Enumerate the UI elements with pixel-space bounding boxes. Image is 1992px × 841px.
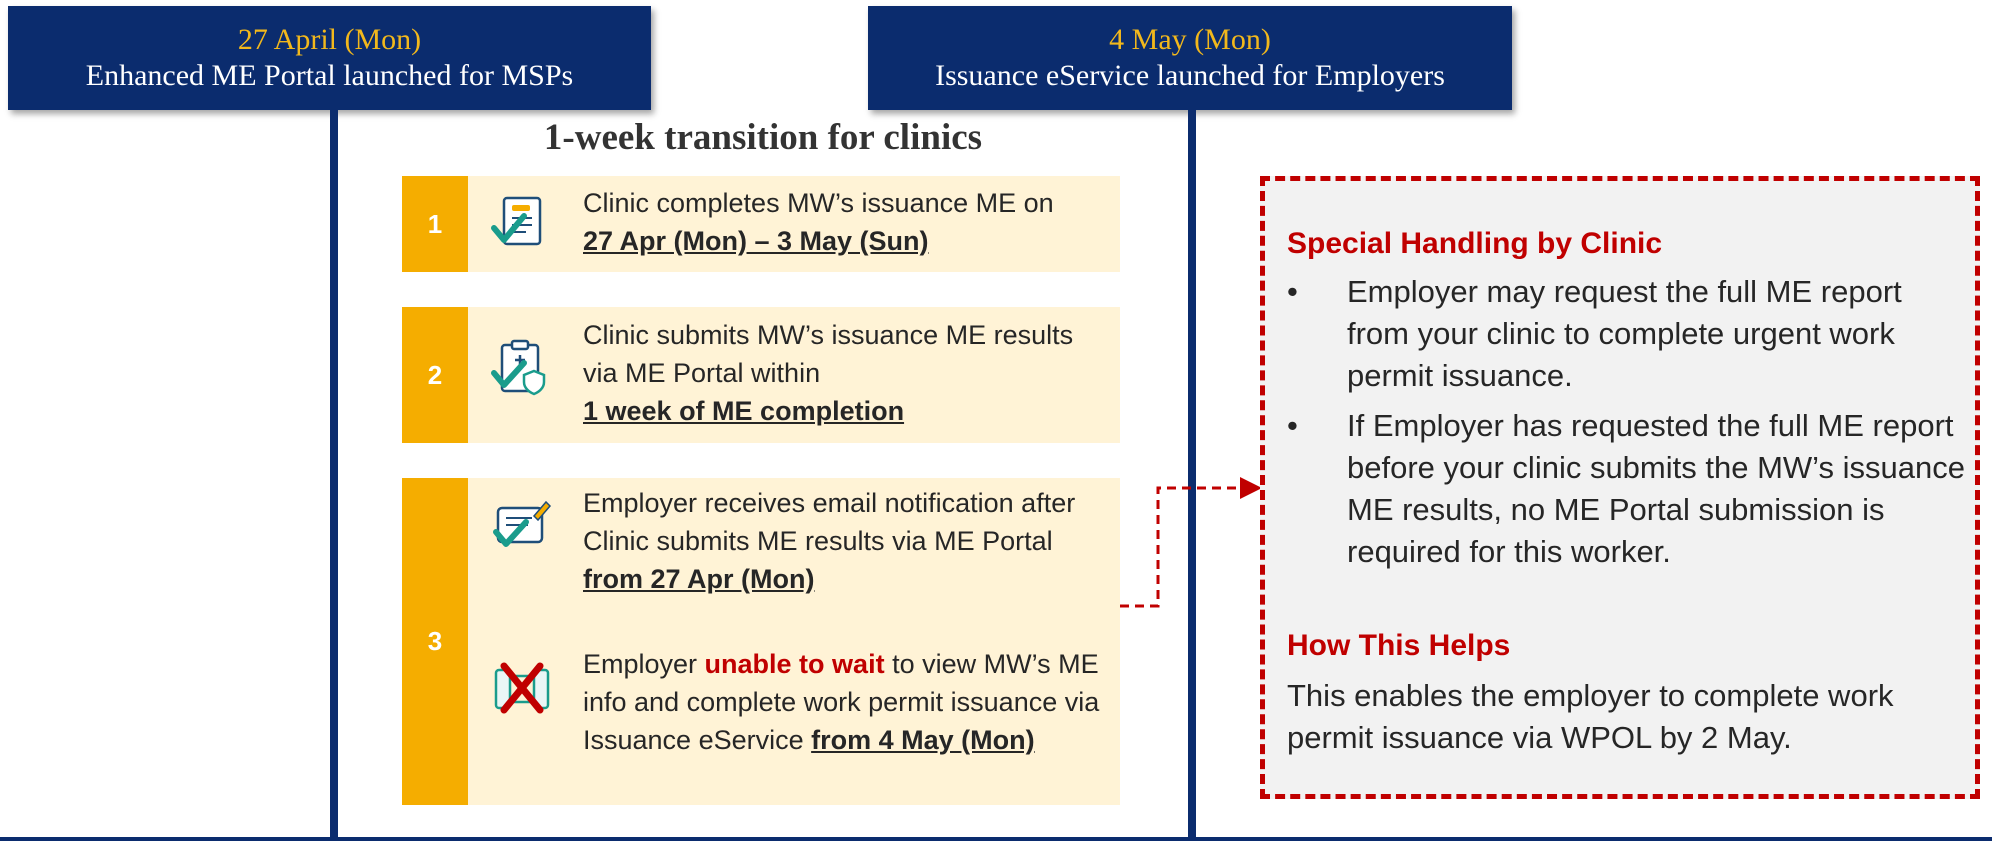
- checklist-check-icon: [491, 196, 542, 246]
- step-highlight: from 27 Apr (Mon): [583, 564, 815, 594]
- clipboard-shield-check-icon: [491, 339, 546, 396]
- special-handling-callout: Special Handling by Clinic • Employer ma…: [1260, 176, 1980, 799]
- transition-title: 1-week transition for clinics: [543, 117, 983, 158]
- timeline-divider-left: [330, 110, 338, 841]
- step-highlight: 1 week of ME completion: [583, 396, 905, 426]
- callout-heading: Special Handling by Clinic: [1287, 227, 1663, 260]
- step-text: Clinic completes MW’s issuance ME on 27 …: [583, 184, 1103, 260]
- callout-body: This enables the employer to complete wo…: [1287, 678, 1894, 755]
- step-2: 2 Clinic submits MW’s issuance ME result…: [402, 307, 1120, 443]
- step-text-body: Clinic submits MW’s issuance ME results …: [583, 320, 1074, 388]
- step-text-body: Employer receives email notification aft…: [583, 488, 1076, 556]
- bullet-text: Employer may request the full ME report …: [1347, 274, 1902, 393]
- step-3: 3 Employer receives email notification a…: [402, 478, 1120, 805]
- step-text: Employer receives email notification aft…: [583, 484, 1103, 598]
- milestone-date: 4 May (Mon): [1109, 23, 1271, 56]
- bullet-dot: •: [1287, 408, 1298, 443]
- step-number: 3: [402, 478, 468, 805]
- step-text: Clinic submits MW’s issuance ME results …: [583, 316, 1103, 430]
- timeline-baseline: [0, 837, 1992, 841]
- step-number: 2: [402, 307, 468, 443]
- milestone-4-may: 4 May (Mon) Issuance eService launched f…: [868, 6, 1512, 110]
- step-1: 1 Clinic completes MW’s issuance ME on 2…: [402, 176, 1120, 272]
- milestone-date: 27 April (Mon): [237, 23, 422, 56]
- callout-heading: How This Helps: [1287, 629, 1511, 662]
- bullet-dot: •: [1287, 274, 1298, 309]
- email-notification-check-icon: [493, 500, 552, 547]
- step-highlight: 27 Apr (Mon) – 3 May (Sun): [583, 226, 929, 256]
- step-highlight: from 4 May (Mon): [811, 725, 1035, 755]
- milestone-27-april: 27 April (Mon) Enhanced ME Portal launch…: [8, 6, 651, 110]
- milestone-description: Issuance eService launched for Employers: [935, 59, 1445, 92]
- cross-unable-icon: [494, 662, 550, 714]
- bullet-text: If Employer has requested the full ME re…: [1347, 408, 1965, 569]
- step-text-body: Clinic completes MW’s issuance ME on: [583, 188, 1054, 218]
- milestone-description: Enhanced ME Portal launched for MSPs: [85, 59, 574, 92]
- red-emphasis: unable to wait: [704, 649, 885, 679]
- step-text-body: to view MW’s ME info and complete work p…: [583, 649, 1100, 755]
- step-text-body: Employer: [583, 649, 705, 679]
- timeline-divider-right: [1188, 110, 1196, 841]
- step-text: Employer unable to wait to view MW’s ME …: [583, 645, 1103, 759]
- step-number: 1: [402, 176, 468, 272]
